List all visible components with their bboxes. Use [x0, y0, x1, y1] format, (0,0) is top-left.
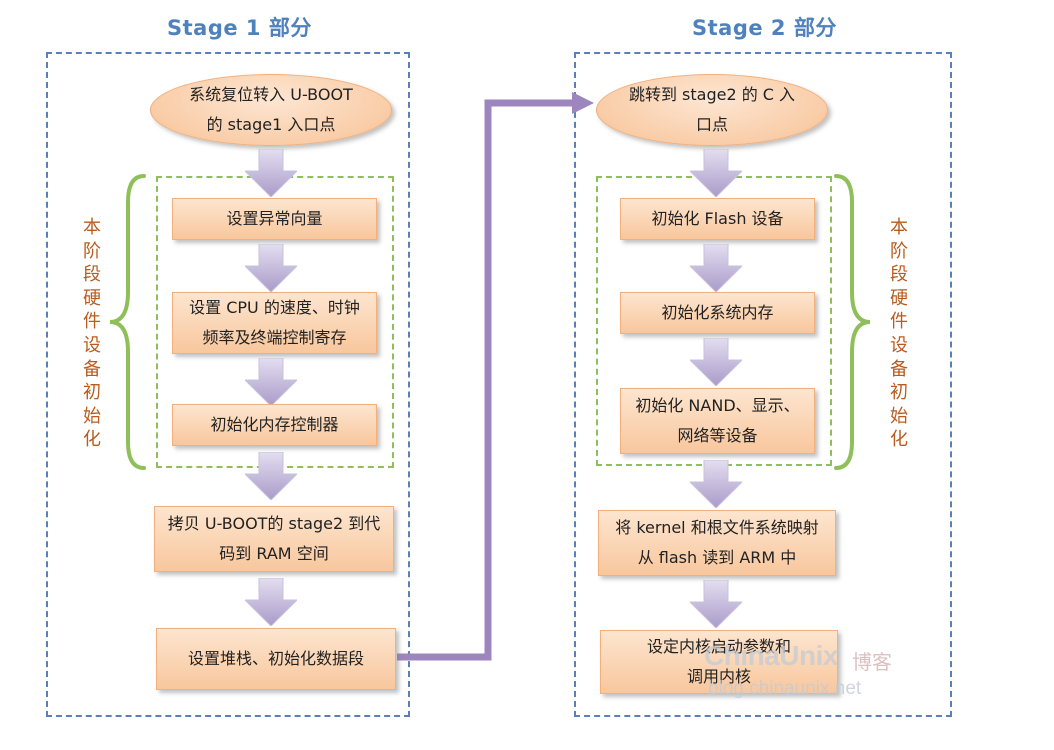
stage2-entry-oval: 跳转到 stage2 的 C 入 口点 — [596, 74, 828, 146]
watermark-brand-cn: 博客 — [852, 652, 892, 674]
stage2-entry-line1: 跳转到 stage2 的 C 入 — [628, 85, 796, 104]
stage1-arrow-2 — [245, 244, 297, 292]
stage1-stack-text: 设置堆栈、初始化数据段 — [187, 649, 364, 668]
stage2-boot-line2: 调用内核 — [686, 667, 751, 686]
stage1-arrow-1 — [245, 149, 297, 197]
stage2-step-3-line2: 网络等设备 — [677, 426, 758, 445]
stage1-brace — [109, 174, 146, 470]
stage1-entry-line1: 系统复位转入 U-BOOT — [189, 85, 353, 104]
stage1-step-1-text: 设置异常向量 — [226, 209, 323, 228]
stage2-entry-line2: 口点 — [695, 115, 728, 134]
stage1-hw-label: 本阶段硬件设备初始化 — [83, 217, 101, 451]
stage1-entry-line2: 的 stage1 入口点 — [206, 115, 336, 134]
stage2-arrow-3 — [690, 338, 742, 386]
stage2-arrow-5 — [690, 580, 742, 628]
stage2-arrow-2 — [690, 244, 742, 292]
stage1-step-memory-controller: 初始化内存控制器 — [172, 404, 377, 446]
stage1-step-stack-data: 设置堆栈、初始化数据段 — [156, 628, 396, 690]
watermark-url: blog.chinaunix.net — [708, 678, 862, 699]
watermark-brand: ChinaUnix — [704, 640, 838, 671]
stage2-step-nand-display-network: 初始化 NAND、显示、 网络等设备 — [620, 388, 815, 454]
stage2-brace — [834, 174, 871, 470]
stage1-copy-line2: 码到 RAM 空间 — [219, 544, 329, 563]
stage2-hw-label: 本阶段硬件设备初始化 — [890, 217, 908, 451]
stage2-step-3-line1: 初始化 NAND、显示、 — [635, 396, 800, 415]
stage1-step-3-text: 初始化内存控制器 — [210, 415, 339, 434]
stage1-title: Stage 1 部分 — [167, 16, 312, 40]
stage2-arrow-1 — [690, 149, 742, 197]
stage2-step-2-text: 初始化系统内存 — [661, 303, 774, 322]
stage1-arrow-5 — [245, 578, 297, 626]
stage1-step-exception-vectors: 设置异常向量 — [172, 198, 377, 240]
stage2-boot-line1: 设定内核启动参数和 — [646, 637, 791, 656]
stage1-step-2-line1: 设置 CPU 的速度、时钟 — [189, 298, 360, 317]
stage1-step-copy-stage2: 拷贝 U-BOOT的 stage2 到代 码到 RAM 空间 — [154, 506, 394, 572]
stage1-frame — [46, 52, 410, 717]
stage1-step-cpu-clock: 设置 CPU 的速度、时钟 频率及终端控制寄存 — [172, 292, 377, 354]
stage2-arrow-4 — [690, 460, 742, 508]
stage1-entry-oval: 系统复位转入 U-BOOT 的 stage1 入口点 — [150, 74, 392, 146]
stage2-step-map-kernel-rootfs: 将 kernel 和根文件系统映射 从 flash 读到 ARM 中 — [598, 510, 836, 576]
stage2-step-system-memory: 初始化系统内存 — [620, 292, 815, 334]
stage2-frame — [574, 52, 952, 717]
stage1-arrow-3 — [245, 358, 297, 406]
stage2-title: Stage 2 部分 — [692, 16, 837, 40]
stage1-copy-line1: 拷贝 U-BOOT的 stage2 到代 — [167, 514, 381, 533]
stage1-arrow-4 — [245, 452, 297, 500]
stage1-step-2-line2: 频率及终端控制寄存 — [202, 328, 347, 347]
stage2-step-flash-init: 初始化 Flash 设备 — [620, 198, 815, 240]
stage2-step-1-text: 初始化 Flash 设备 — [651, 209, 784, 228]
stage2-map-line2: 从 flash 读到 ARM 中 — [637, 548, 797, 567]
stage2-step-kernel-params: 设定内核启动参数和 调用内核 — [600, 630, 838, 694]
stage2-map-line1: 将 kernel 和根文件系统映射 — [615, 518, 819, 537]
